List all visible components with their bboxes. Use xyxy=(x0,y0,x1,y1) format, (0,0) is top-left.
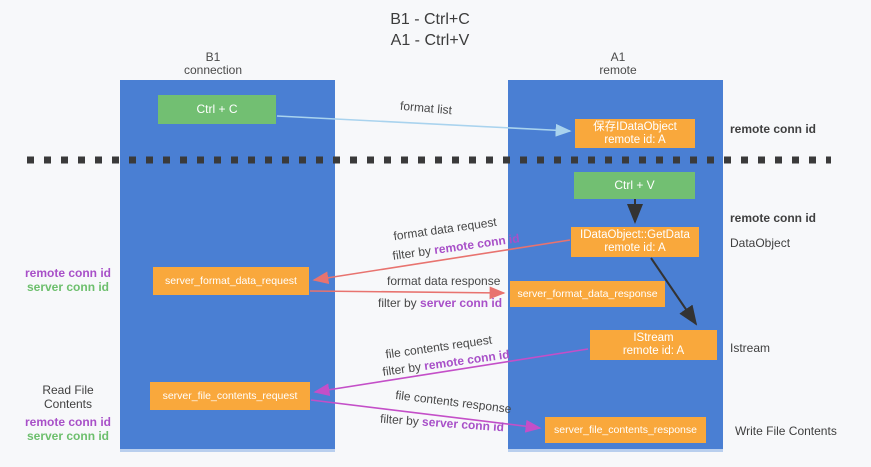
side-label-remote-conn-id-top: remote conn id xyxy=(730,122,817,136)
node-server-format-data-response-label: server_format_data_response xyxy=(517,287,658,300)
column-right-header: A1 remote xyxy=(558,51,678,77)
column-left-subtitle: connection xyxy=(183,63,243,77)
node-istream: IStream remote id: A xyxy=(590,330,717,360)
side-label-dataobject: DataObject xyxy=(730,236,791,250)
node-ctrl-v: Ctrl + V xyxy=(574,172,695,199)
node-idataobject-getdata: IDataObject::GetData remote id: A xyxy=(571,227,699,257)
node-ctrl-c: Ctrl + C xyxy=(158,95,276,124)
side-label-istream: Istream xyxy=(730,341,771,355)
node-server-format-data-request-label: server_format_data_request xyxy=(165,274,297,287)
side-label-read-file-contents: Read File Contents xyxy=(42,383,94,411)
node-server-file-contents-response: server_file_contents_response xyxy=(545,417,706,443)
side-label-server-conn-id-left: server conn id xyxy=(26,280,110,294)
side-label-remote-conn-id-mid: remote conn id xyxy=(730,211,817,225)
column-left-title: B1 xyxy=(205,50,221,64)
side-label-remote-conn-id-left: remote conn id xyxy=(24,266,111,280)
node-save-idataobject-line2: remote id: A xyxy=(604,133,666,146)
filter-by-text: filter by xyxy=(391,243,432,263)
node-server-file-contents-response-label: server_file_contents_response xyxy=(553,423,697,436)
node-istream-line2: remote id: A xyxy=(622,345,685,357)
node-istream-line1: IStream xyxy=(633,332,674,344)
edge-label-filter-server-2: filter by server conn id xyxy=(380,412,505,435)
node-server-format-data-request: server_format_data_request xyxy=(153,267,309,295)
node-save-idataobject: 保存IDataObject remote id: A xyxy=(575,119,695,148)
side-stack-conn-ids-mid: remote conn id server conn id xyxy=(18,266,118,294)
column-right-subtitle: remote xyxy=(599,63,637,77)
diagram-title: B1 - Ctrl+C A1 - Ctrl+V xyxy=(290,9,570,51)
node-ctrl-c-label: Ctrl + C xyxy=(196,102,238,116)
column-right-title: A1 xyxy=(610,50,626,64)
node-save-idataobject-line1: 保存IDataObject xyxy=(593,120,677,133)
filter-by-text: filter by xyxy=(378,296,417,310)
filter-by-text: filter by xyxy=(381,359,422,379)
side-label-server-conn-id-bottom: server conn id xyxy=(26,429,110,443)
node-server-file-contents-request: server_file_contents_request xyxy=(150,382,310,410)
arrow-format-request-to-response xyxy=(309,286,506,300)
node-server-format-data-response: server_format_data_response xyxy=(510,281,665,307)
node-ctrl-v-label: Ctrl + V xyxy=(614,178,655,192)
edge-label-format-list: format list xyxy=(399,98,453,118)
diagram-title-line2: A1 - Ctrl+V xyxy=(390,32,470,49)
server-conn-id-text: server conn id xyxy=(421,414,505,435)
edge-label-filter-server-1: filter by server conn id xyxy=(378,296,502,310)
node-getdata-line1: IDataObject::GetData xyxy=(580,229,690,241)
side-label-write-file-contents: Write File Contents xyxy=(735,424,837,438)
edge-label-format-data-response: format data response xyxy=(387,274,501,288)
column-left-header: B1 connection xyxy=(153,51,273,77)
filter-by-text: filter by xyxy=(379,411,420,429)
side-label-remote-conn-id-bottom: remote conn id xyxy=(24,415,111,429)
node-server-file-contents-request-label: server_file_contents_request xyxy=(162,389,298,402)
edge-label-file-contents-response: file contents response xyxy=(394,387,513,417)
node-getdata-line2: remote id: A xyxy=(604,242,666,254)
diagram-title-line1: B1 - Ctrl+C xyxy=(390,11,470,28)
side-stack-read-file: Read File Contents remote conn id server… xyxy=(18,383,118,443)
server-conn-id-text: server conn id xyxy=(420,296,503,310)
